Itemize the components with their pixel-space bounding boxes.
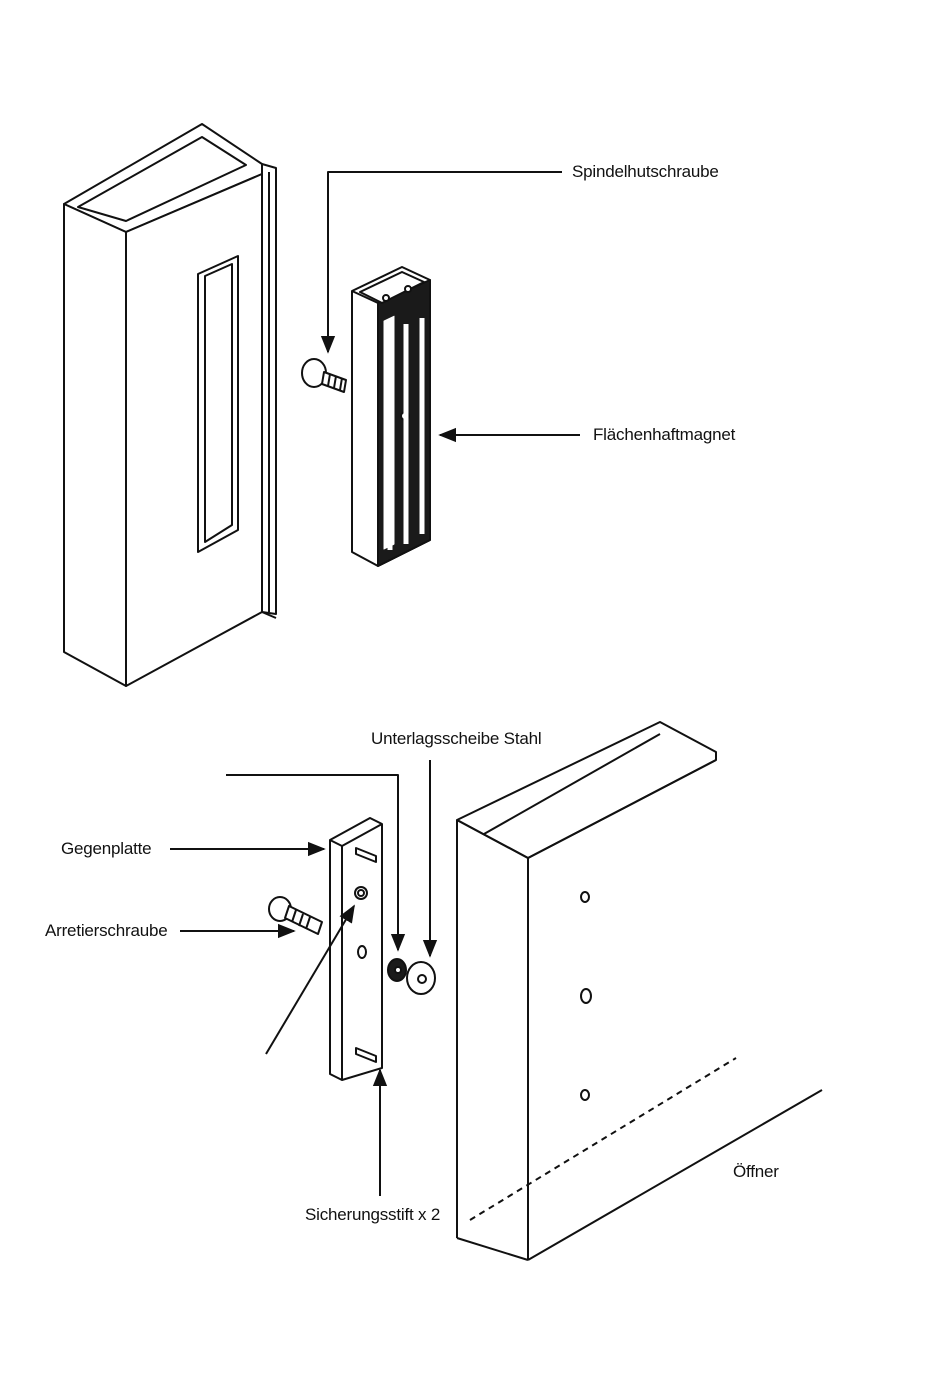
door-frame — [64, 124, 276, 686]
label-unterlagsscheibe: Unterlagsscheibe Stahl — [371, 729, 541, 749]
label-gegenplatte: Gegenplatte — [61, 839, 151, 859]
label-arretierschraube: Arretierschraube — [45, 921, 167, 941]
counter-plate — [330, 818, 382, 1080]
label-flaechenhaftmagnet: Flächenhaftmagnet — [593, 425, 735, 445]
washers — [388, 959, 435, 994]
label-sicherungsstift: Sicherungsstift x 2 — [305, 1205, 440, 1225]
spindle-screw — [302, 359, 346, 392]
label-oeffner: Öffner — [733, 1162, 779, 1182]
locking-screw — [269, 897, 322, 934]
label-spindelhutschraube: Spindelhutschraube — [572, 162, 719, 182]
